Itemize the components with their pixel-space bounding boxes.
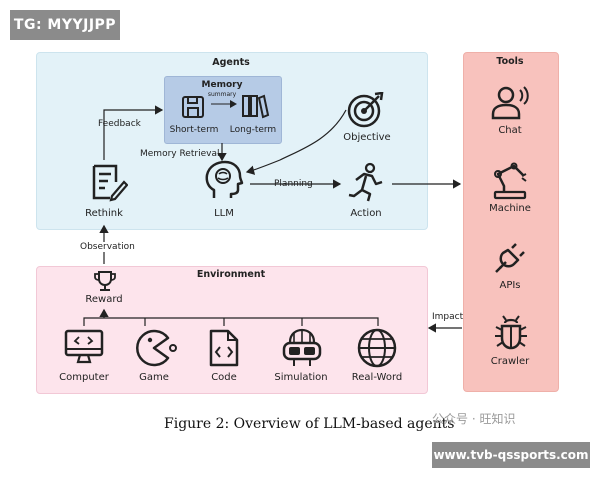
observation-label: Observation (78, 242, 137, 252)
robot-arm-icon (493, 162, 527, 200)
environment-item-simulation: Simulation (274, 372, 328, 383)
environment-item-code: Code (211, 372, 237, 383)
tool-item-crawler: Crawler (490, 356, 530, 367)
memory-subtitle: summary (207, 91, 237, 98)
agents-title: Agents (212, 57, 250, 68)
vr-headset-icon (282, 328, 322, 366)
feedback-arrow (103, 105, 164, 160)
feedback-label: Feedback (98, 119, 141, 129)
site-watermark: www.tvb-qssports.com (432, 442, 590, 468)
impact-label: Impact (432, 312, 464, 322)
code-file-icon (209, 329, 239, 367)
rethink-icon (92, 164, 128, 202)
environment-item-game: Game (139, 372, 169, 383)
environment-item-computer: Computer (59, 372, 109, 383)
bug-icon (495, 315, 527, 350)
tool-item-machine: Machine (489, 203, 531, 214)
computer-icon (64, 329, 104, 364)
tool-item-chat: Chat (498, 125, 522, 136)
memory-retrieval-label: Memory Retrieval (140, 149, 220, 159)
running-person-icon (348, 162, 383, 202)
chat-icon (491, 86, 529, 120)
objective-arrow (245, 109, 347, 175)
trophy-icon (94, 271, 116, 291)
figure-caption: Figure 2: Overview of LLM-based agents (164, 416, 455, 432)
long-term-label: Long-term (229, 125, 277, 135)
llm-head-icon (205, 160, 244, 198)
action-label: Action (350, 208, 382, 219)
environment-bracket (83, 317, 379, 326)
tool-item-apis: APIs (499, 280, 521, 291)
plug-icon (495, 243, 525, 273)
environment-item-real-word: Real-Word (351, 372, 403, 383)
short-term-label: Short-term (169, 125, 219, 135)
memory-title: Memory (201, 80, 243, 90)
planning-label: Planning (274, 179, 313, 189)
tools-title: Tools (496, 56, 524, 67)
watermark-tag: TG: MYYJJPP (10, 10, 120, 40)
pacman-icon (136, 329, 177, 367)
rethink-label: Rethink (85, 208, 123, 219)
llm-label: LLM (214, 208, 234, 219)
objective-label: Objective (343, 132, 391, 143)
reward-label: Reward (85, 294, 123, 305)
environment-title: Environment (196, 269, 266, 280)
books-icon (242, 94, 270, 119)
wechat-watermark: 公众号 · 旺知识 (432, 412, 516, 426)
save-icon (182, 96, 204, 118)
target-icon (347, 92, 384, 128)
globe-icon (357, 328, 397, 368)
